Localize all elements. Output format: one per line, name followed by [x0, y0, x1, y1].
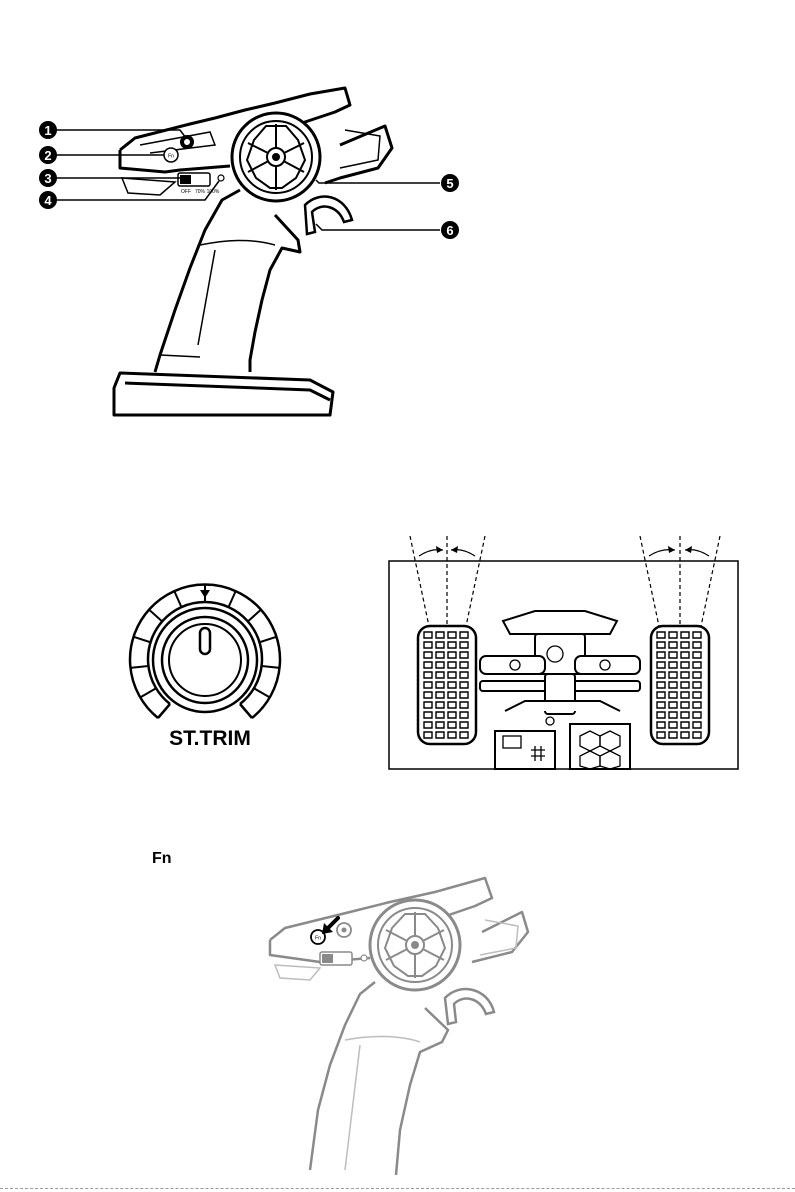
page-bottom-dashed-line [0, 1188, 795, 1189]
fn-button-transmitter-diagram: Fn [260, 870, 530, 1180]
switch-label-off: OFF [181, 189, 191, 195]
callout-2: 2 [39, 146, 57, 164]
callout-4: 4 [39, 191, 57, 209]
led-indicator [218, 175, 224, 181]
st-trim-knob-diagram [120, 580, 290, 725]
transmitter-diagram: Fn OFF 70% 100% 1 2 3 4 5 6 [0, 80, 480, 430]
knob-indicator [200, 628, 210, 654]
fn-button-text: Fn [168, 154, 174, 160]
svg-text:5: 5 [446, 176, 453, 191]
center-marker-icon [200, 590, 210, 598]
fn-section-label: Fn [152, 850, 172, 868]
pointer-arrow-icon [322, 918, 338, 934]
steering-wheel [232, 113, 320, 201]
throttle-trigger [305, 197, 352, 234]
svg-text:1: 1 [44, 123, 51, 138]
svg-text:3: 3 [44, 171, 51, 186]
callout-5: 5 [441, 174, 459, 192]
fn-button-text-highlighted: Fn [315, 936, 321, 942]
callout-3: 3 [39, 169, 57, 187]
svg-text:4: 4 [44, 193, 52, 208]
chassis-steering-diagram [385, 536, 740, 772]
st-trim-label: ST.TRIM [150, 727, 270, 751]
callout-6: 6 [441, 221, 459, 239]
svg-text:2: 2 [44, 148, 51, 163]
switch-label-70: 70% [195, 189, 206, 195]
callout-1: 1 [39, 121, 57, 139]
svg-text:6: 6 [446, 223, 453, 238]
left-front-tire [418, 626, 476, 744]
right-front-tire [651, 626, 709, 744]
